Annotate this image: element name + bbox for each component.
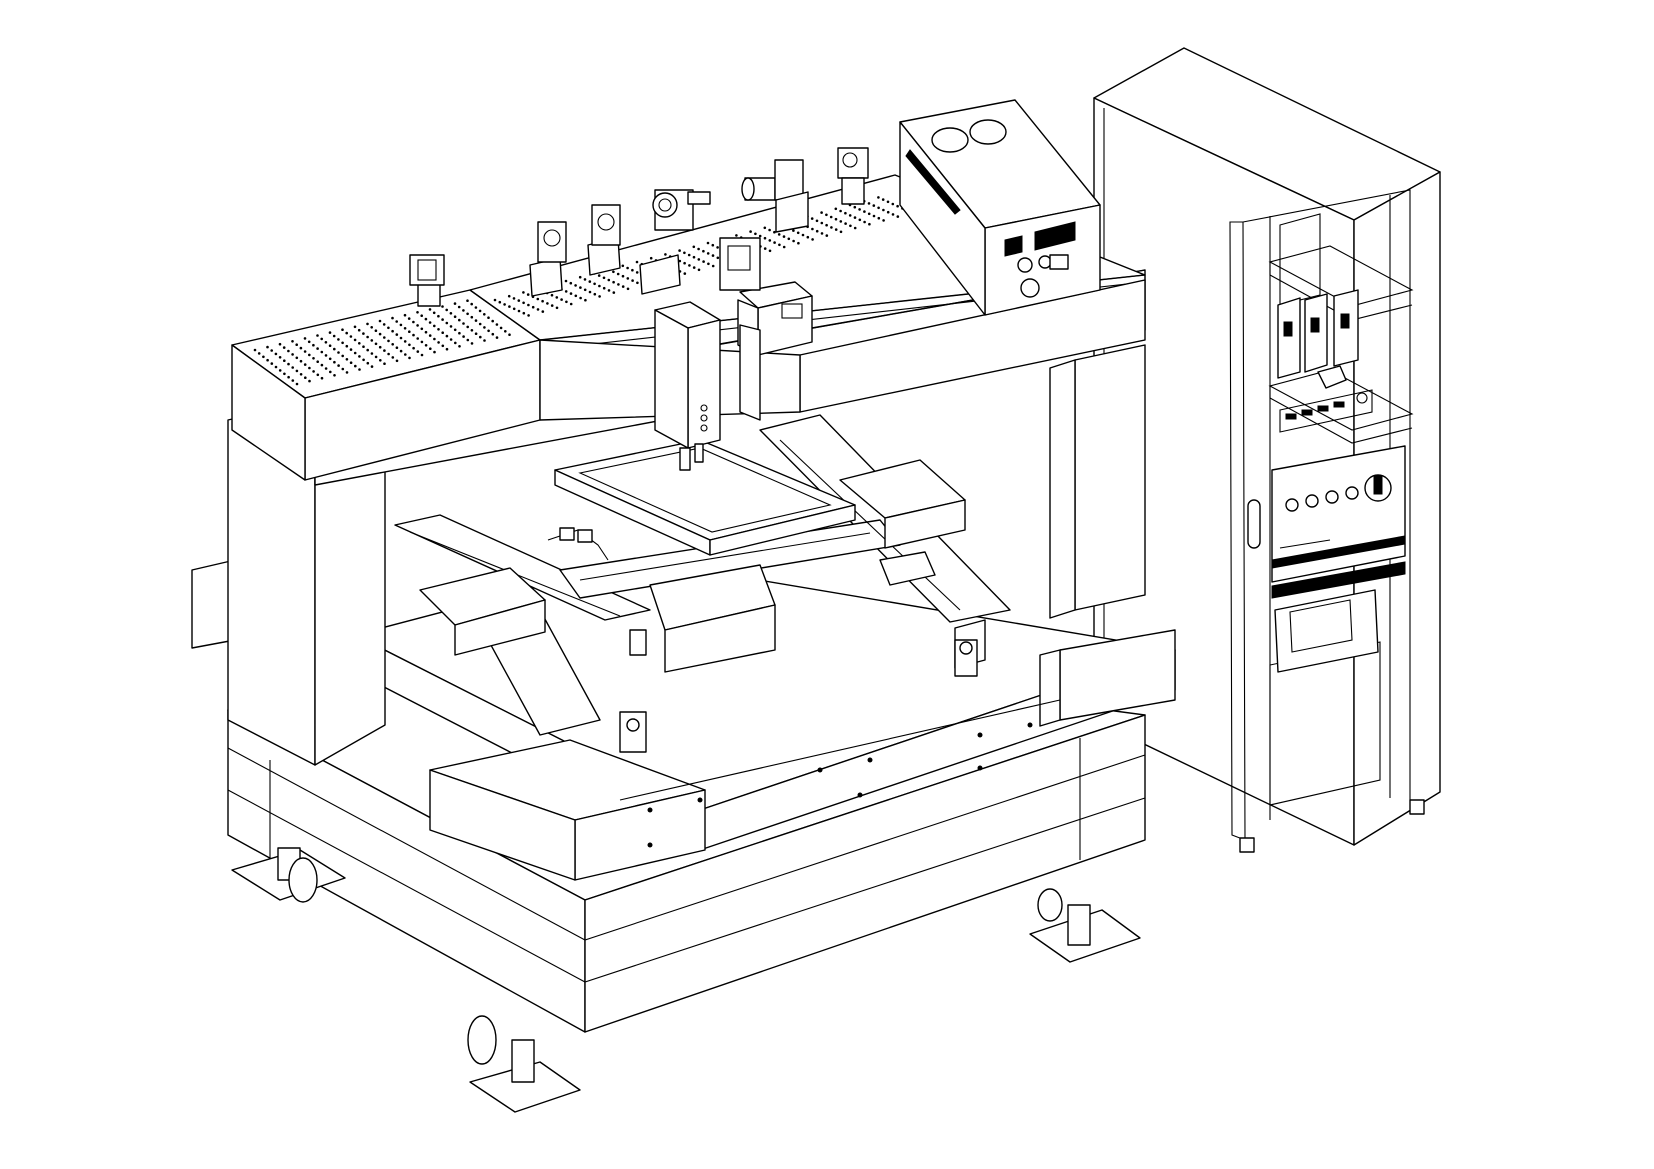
optics-line: [409, 147, 869, 307]
xy-stage: [394, 414, 1011, 753]
leveling-feet-base: [231, 847, 1141, 1113]
touch-screen: [1274, 589, 1379, 673]
cabinet-door-handle: [1247, 499, 1261, 549]
control-panel: [1271, 445, 1406, 599]
z-axis-head: [654, 281, 813, 471]
servo-drives: [1277, 289, 1373, 433]
breadboard-top: [231, 174, 1146, 481]
leveling-feet: [1239, 799, 1425, 853]
control-cabinet: [1093, 47, 1441, 846]
laser-source-module: [899, 99, 1101, 316]
